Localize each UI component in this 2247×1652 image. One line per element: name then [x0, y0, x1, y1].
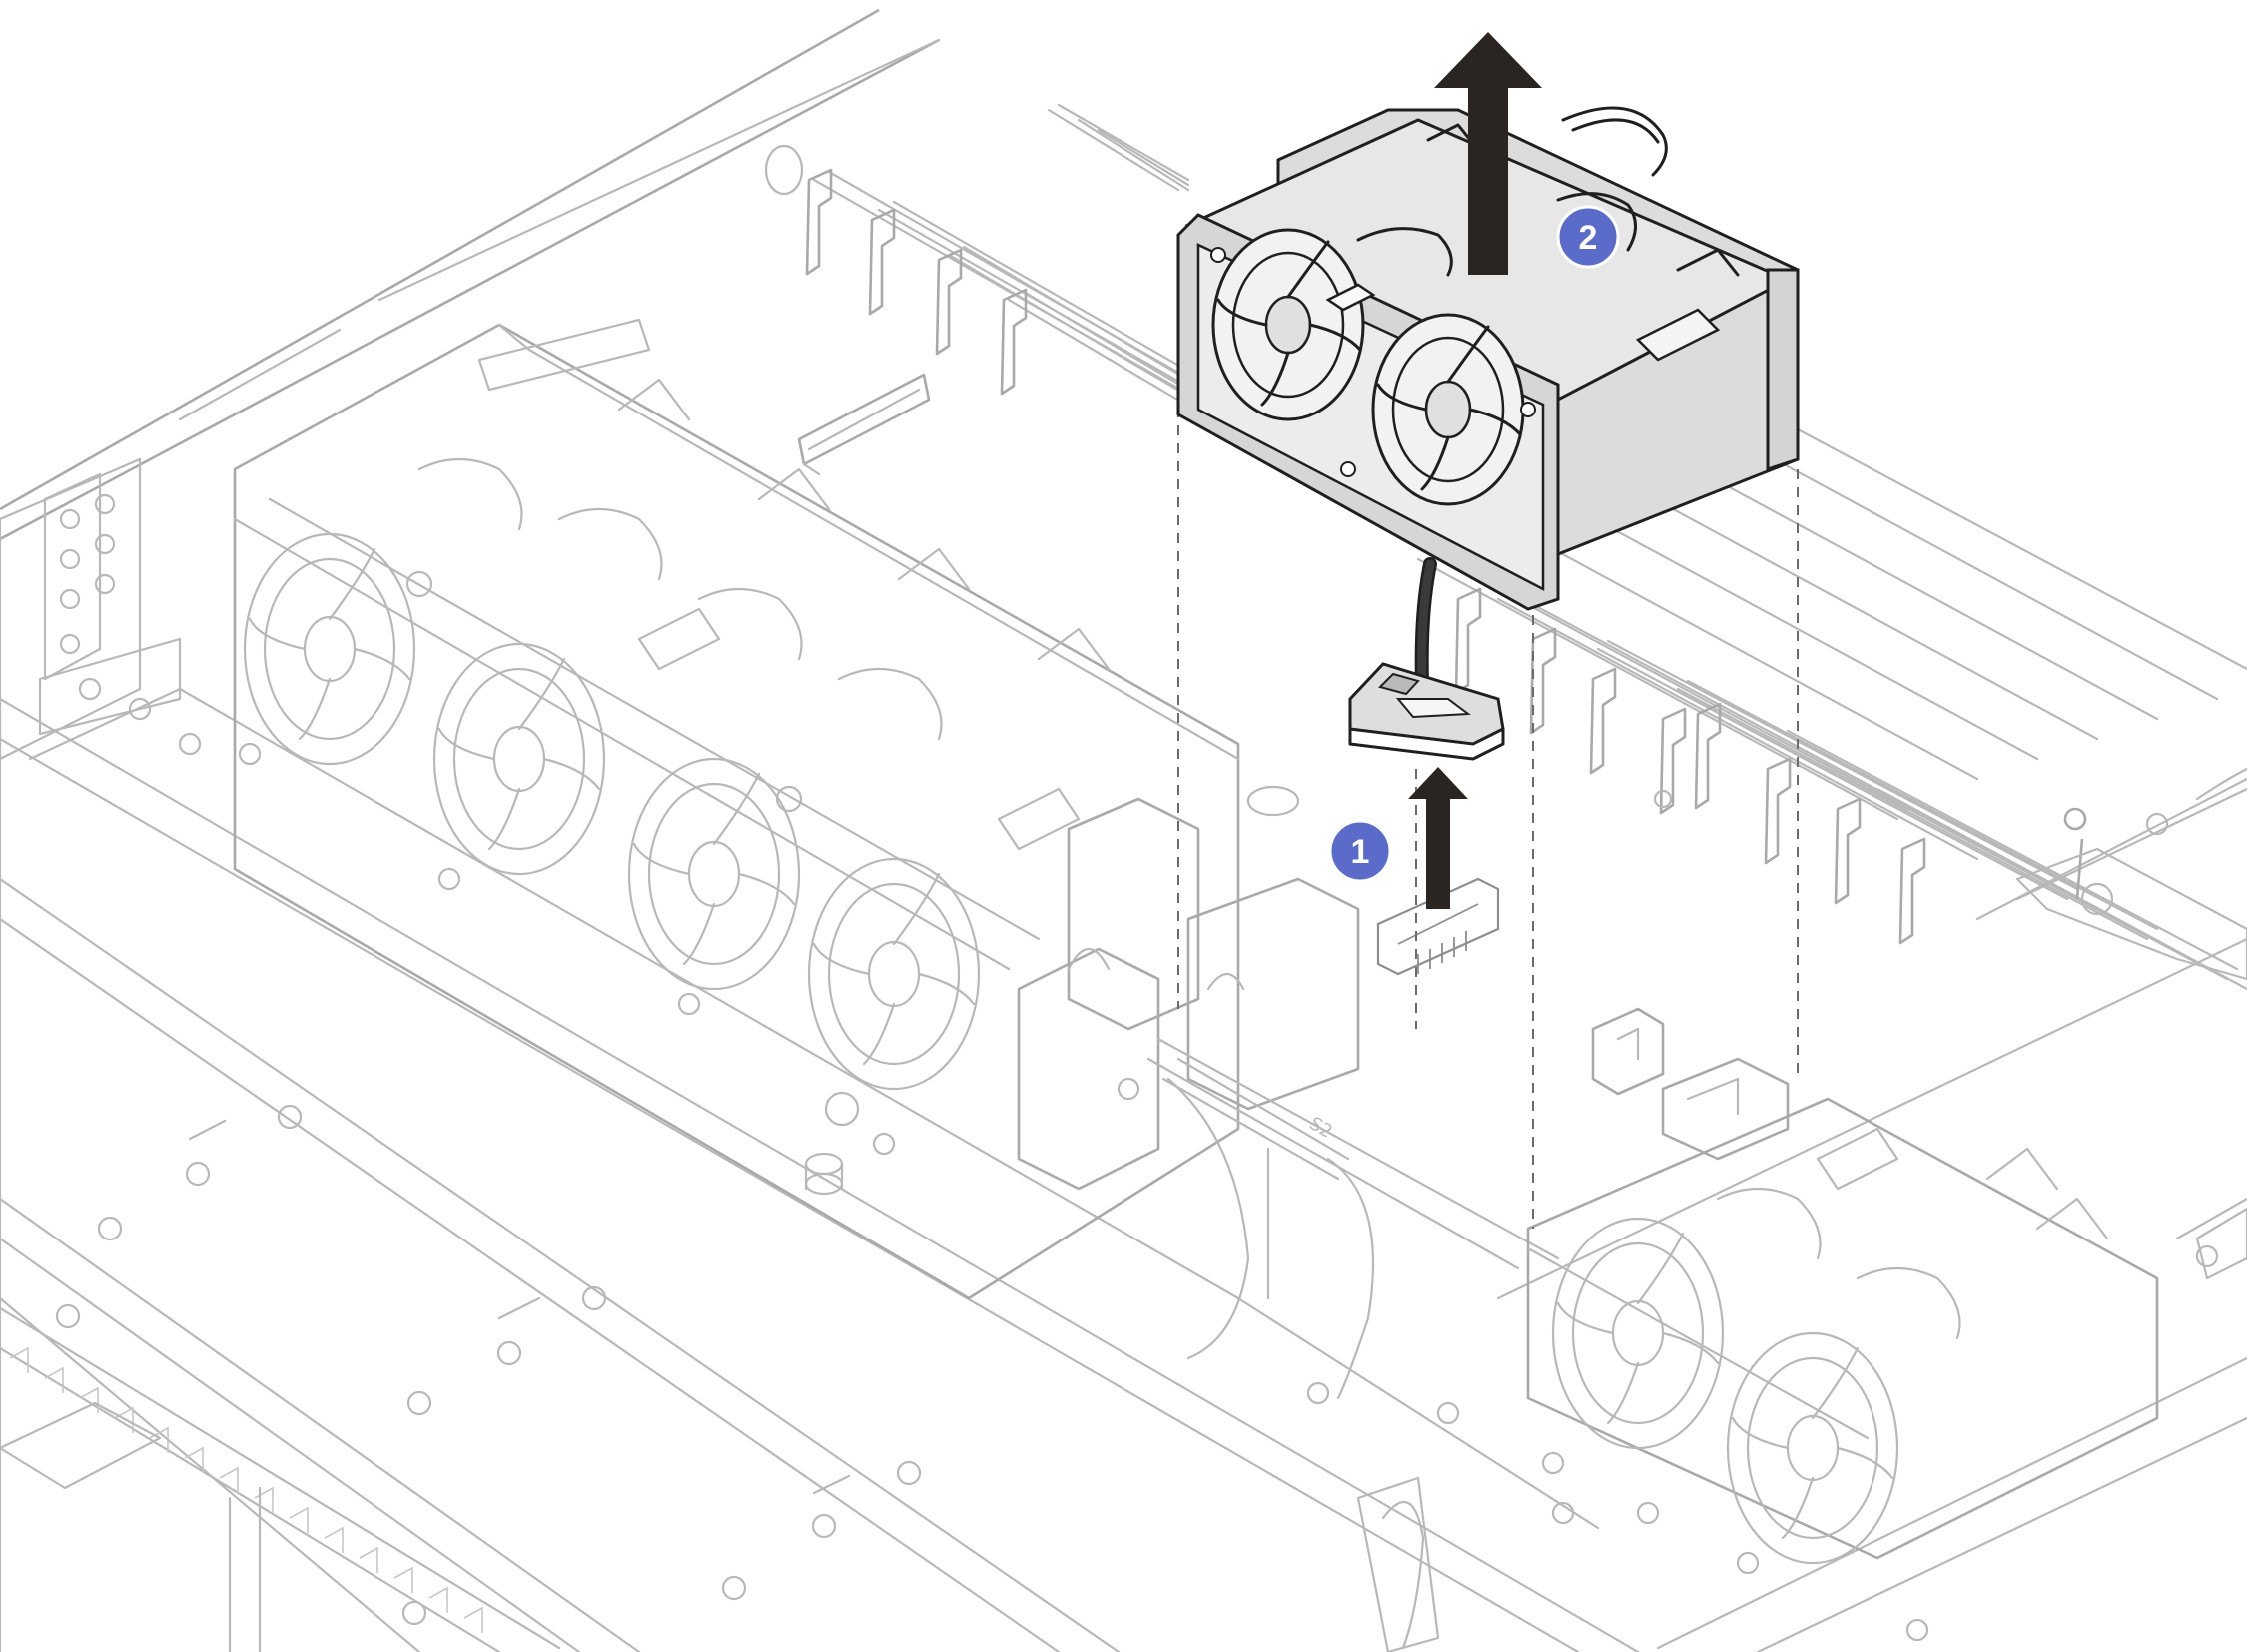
callout-1: 1: [1328, 819, 1392, 883]
system-fan-row-right: [1526, 1007, 2159, 1565]
alignment-guides: [1177, 390, 1799, 1229]
callout-1-badge: [1328, 819, 1392, 883]
fan-power-connector: [1376, 877, 1500, 976]
center-fan-bay: S2: [1146, 1037, 1560, 1400]
callout-2-label: 2: [1579, 219, 1598, 257]
dimm-slots-lower: [1416, 427, 2247, 1280]
fan-module: [1176, 106, 1800, 761]
callout-2-badge: [1556, 205, 1620, 269]
system-fan-row: [233, 318, 1360, 1300]
dimm-slots-upper: [764, 103, 1240, 476]
callout-2: 2: [1556, 205, 1620, 269]
svg-text:S2: S2: [1306, 1113, 1336, 1143]
server-chassis: [0, 8, 2247, 1652]
arrow-1-up-icon: [1408, 767, 1468, 909]
callout-1-label: 1: [1351, 833, 1370, 871]
arrow-2-up-icon: [1434, 32, 1542, 275]
